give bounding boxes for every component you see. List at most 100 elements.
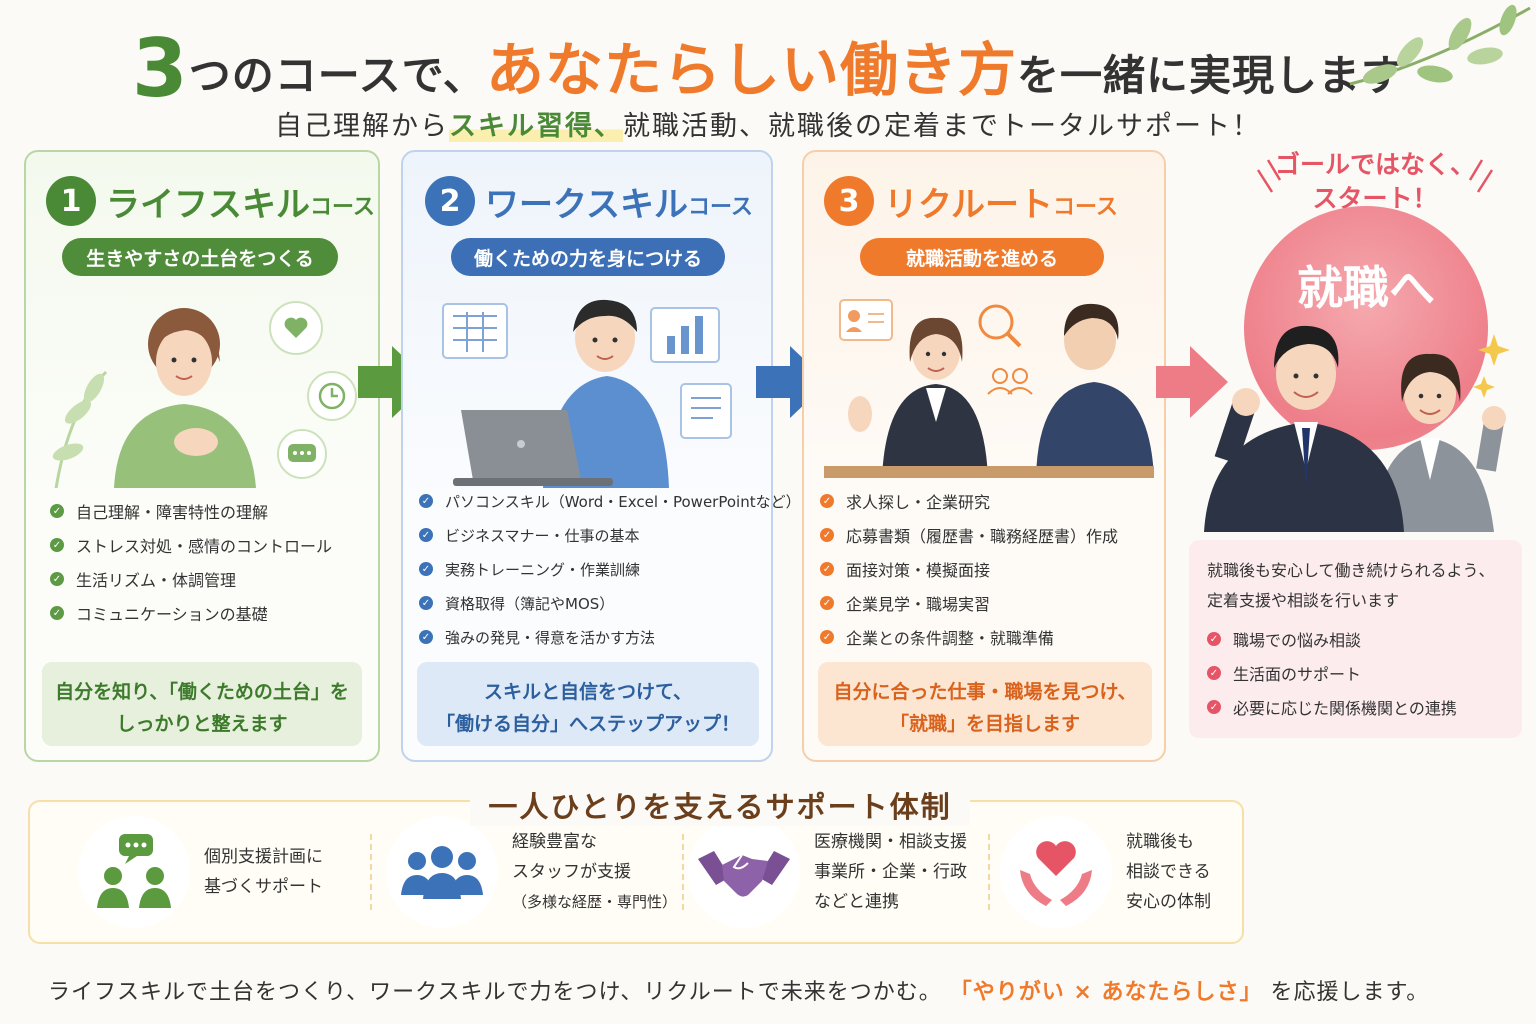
check-icon: ✓ <box>820 562 834 576</box>
list-item: ✓ パソコンスキル（Word・Excel・PowerPointなど） <box>419 484 801 518</box>
course-summary: 自分を知り、「働くための土台」を しっかりと整えます <box>42 662 362 746</box>
divider <box>370 834 372 910</box>
celebrating-people-illustration <box>1204 325 1510 532</box>
check-icon: ✓ <box>1207 666 1221 680</box>
subtitle-highlight: スキル習得、 <box>449 111 623 142</box>
summary-line: 自分を知り、「働くための土台」を <box>55 681 349 703</box>
support-line: 安心の体制 <box>1126 892 1211 912</box>
sparkle-lines-icon <box>1256 159 1494 193</box>
check-icon: ✓ <box>50 606 64 620</box>
support-line: 個別支援計画に <box>204 847 323 867</box>
list-item: ✓ 生活リズム・体調管理 <box>50 562 332 596</box>
list-item: ✓ コミュニケーションの基礎 <box>50 596 332 630</box>
list-item: ✓ ストレス対処・感情のコントロール <box>50 528 332 562</box>
footer-highlight: 「やりがい × あなたらしさ」 <box>949 980 1263 1005</box>
check-icon: ✓ <box>1207 700 1221 714</box>
item-text: ビジネスマナー・仕事の基本 <box>445 526 640 545</box>
check-icon: ✓ <box>419 630 433 644</box>
course-tagline: 生きやすさの土台をつくる <box>62 238 338 276</box>
course-suffix: コース <box>687 195 753 220</box>
item-text: 生活リズム・体調管理 <box>76 571 237 590</box>
check-icon: ✓ <box>820 630 834 644</box>
heart-hands-icon <box>1000 816 1112 928</box>
list-item: ✓ 実務トレーニング・作業訓練 <box>419 552 801 586</box>
item-text: コミュニケーションの基礎 <box>76 605 268 624</box>
support-line: 就職後も <box>1126 832 1194 852</box>
course-header: 3 リクルートコース <box>824 176 1118 226</box>
support-item: 医療機関・相談支援 事業所・企業・行政 などと連携 <box>688 816 967 928</box>
course-tagline: 働くための力を身につける <box>451 238 725 276</box>
item-text: 資格取得（簿記やMOS） <box>445 594 615 613</box>
woman-illustration <box>52 301 357 488</box>
list-item: ✓ 応募書類（履歴書・職務経歴書）作成 <box>820 518 1118 552</box>
goal-detail-box: 就職後も安心して働き続けられるよう、 定着支援や相談を行います ✓ 職場での悩み相… <box>1189 540 1522 738</box>
check-icon: ✓ <box>419 562 433 576</box>
item-text: 面接対策・模擬面接 <box>846 561 991 580</box>
goal-desc-line: 定着支援や相談を行います <box>1207 591 1400 610</box>
goal-desc-line: 就職後も安心して働き続けられるよう、 <box>1207 561 1495 580</box>
course-number-badge: 3 <box>824 176 874 226</box>
item-text: 企業見学・職場実習 <box>846 595 991 614</box>
item-text: 自己理解・障害特性の理解 <box>76 503 269 522</box>
man-laptop-illustration <box>442 299 732 488</box>
divider <box>988 834 990 910</box>
course-name: ワークスキル <box>485 184 688 225</box>
check-icon: ✓ <box>820 528 834 542</box>
list-item: ✓ 職場での悩み相談 <box>1207 622 1457 656</box>
support-line: 事業所・企業・行政 <box>814 862 967 882</box>
course-card-lifeskill: 1 ライフスキルコース 生きやすさの土台をつくる ✓ 自己理解・障害特性の理解 ✓… <box>24 150 380 762</box>
support-line: （多様な経歴・専門性） <box>512 893 678 911</box>
course-header: 1 ライフスキルコース <box>46 176 375 226</box>
footer-pre: ライフスキルで土台をつくり、ワークスキルで力をつけ、リクルートで未来をつかむ。 <box>48 980 942 1005</box>
subtitle-pre: 自己理解から <box>275 111 449 142</box>
course-card-workskill: 2 ワークスキルコース 働くための力を身につける ✓ パソコンスキル（Word・E… <box>401 150 801 762</box>
page-subtitle: 自己理解からスキル習得、就職活動、就職後の定着までトータルサポート！ <box>0 104 1536 143</box>
check-icon: ✓ <box>50 538 64 552</box>
support-item: 個別支援計画に 基づくサポート <box>78 816 323 928</box>
divider <box>682 834 684 910</box>
item-text: ストレス対処・感情のコントロール <box>76 537 333 556</box>
support-item: 経験豊富な スタッフが支援 （多様な経歴・専門性） <box>386 816 677 928</box>
summary-line: 自分に合った仕事・職場を見つけ、 <box>833 681 1137 703</box>
interview-illustration <box>824 299 1154 478</box>
check-icon: ✓ <box>1207 632 1221 646</box>
course-card-recruit: 3 リクルートコース 就職活動を進める ✓求人探し・企業研究 ✓ 応募書類（履歴書… <box>802 150 1166 762</box>
course-items: ✓ パソコンスキル（Word・Excel・PowerPointなど） ✓ ビジネスマ… <box>419 484 801 654</box>
list-item: ✓強みの発見・得意を活かす方法 <box>419 620 801 654</box>
summary-line: しっかりと整えます <box>116 713 288 735</box>
support-line: などと連携 <box>814 892 899 912</box>
list-item: ✓求人探し・企業研究 <box>820 484 1118 518</box>
check-icon: ✓ <box>419 494 433 508</box>
handshake-icon <box>688 816 800 928</box>
support-line: 経験豊富な <box>512 832 597 852</box>
page-title: 3つのコースで、あなたらしい働き方を一緒に実現します <box>0 22 1536 115</box>
item-text: 実務トレーニング・作業訓練 <box>445 560 641 579</box>
list-item: ✓企業見学・職場実習 <box>820 586 1118 620</box>
item-text: パソコンスキル（Word・Excel・PowerPointなど） <box>445 492 801 511</box>
footer-message: ライフスキルで土台をつくり、ワークスキルで力をつけ、リクルートで未来をつかむ。 … <box>48 974 1429 1006</box>
footer-post: を応援します。 <box>1270 980 1430 1005</box>
course-summary: スキルと自信をつけて、 「働ける自分」へステップアップ！ <box>417 662 759 746</box>
item-text: 職場での悩み相談 <box>1233 631 1362 650</box>
title-part2: を一緒に実現します <box>1016 51 1404 100</box>
title-part1: つのコースで、 <box>188 51 486 100</box>
course-number-badge: 1 <box>46 176 96 226</box>
support-item: 就職後も 相談できる 安心の体制 <box>1000 816 1211 928</box>
title-highlight: あなたらしい働き方 <box>485 36 1017 104</box>
course-items: ✓ 自己理解・障害特性の理解 ✓ ストレス対処・感情のコントロール ✓ 生活リズム・体… <box>50 494 332 630</box>
item-text: 応募書類（履歴書・職務経歴書）作成 <box>846 527 1119 546</box>
group-icon <box>386 816 498 928</box>
arrow-right-icon <box>358 346 430 418</box>
check-icon: ✓ <box>419 528 433 542</box>
check-icon: ✓ <box>50 572 64 586</box>
course-summary: 自分に合った仕事・職場を見つけ、 「就職」を目指します <box>818 662 1152 746</box>
arrow-right-icon <box>756 346 828 418</box>
support-text: 経験豊富な スタッフが支援 （多様な経歴・専門性） <box>512 827 677 917</box>
subtitle-post: 就職活動、就職後の定着までトータルサポート！ <box>623 111 1261 142</box>
leaf-branch-icon <box>1349 4 1531 86</box>
list-item: ✓企業との条件調整・就職準備 <box>820 620 1118 654</box>
goal-items: ✓職場での悩み相談 ✓生活面のサポート ✓必要に応じた関係機関との連携 <box>1207 622 1457 724</box>
course-number-badge: 2 <box>425 176 475 226</box>
list-item: ✓ ビジネスマナー・仕事の基本 <box>419 518 801 552</box>
course-tagline: 就職活動を進める <box>860 238 1104 276</box>
